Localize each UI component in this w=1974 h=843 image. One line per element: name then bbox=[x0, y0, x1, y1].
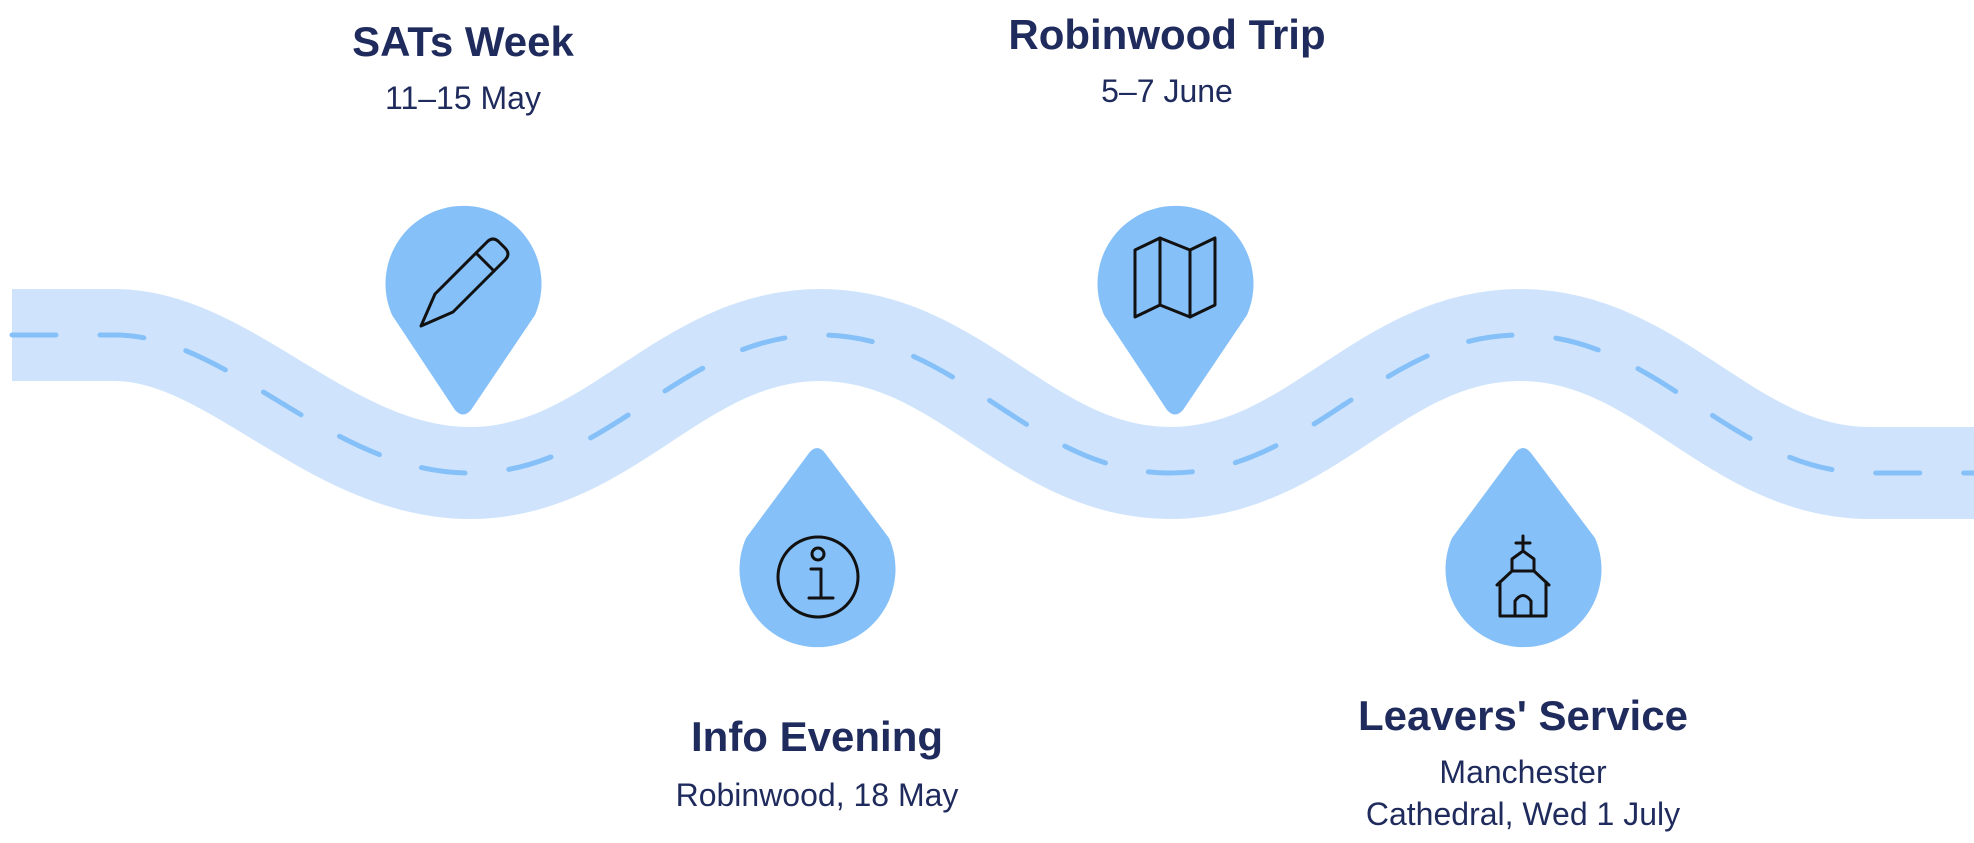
map-pin-leavers-service bbox=[1445, 448, 1602, 648]
milestone-title: SATs Week bbox=[352, 18, 574, 65]
church-icon bbox=[1495, 534, 1551, 618]
map-pin-info-evening bbox=[739, 448, 896, 648]
map-pin-sats-week bbox=[385, 205, 542, 415]
milestone-date: 11–15 May bbox=[385, 80, 541, 117]
milestone-label-info-evening: Info Evening Robinwood, 18 May bbox=[617, 713, 1017, 817]
road-center-line bbox=[9, 332, 1974, 476]
milestone-label-sats-week: SATs Week 11–15 May bbox=[263, 18, 663, 120]
map-icon bbox=[1133, 236, 1217, 319]
milestone-label-leavers-service: Leavers' Service Manchester Cathedral, W… bbox=[1323, 692, 1723, 835]
milestone-title: Robinwood Trip bbox=[1008, 11, 1326, 58]
map-pin-robinwood-trip bbox=[1097, 205, 1254, 415]
pencil-icon bbox=[419, 237, 510, 328]
milestone-date: 5–7 June bbox=[1101, 73, 1233, 110]
milestone-date: Robinwood, 18 May bbox=[675, 777, 959, 814]
milestone-date: Manchester Cathedral, Wed 1 July bbox=[1365, 754, 1681, 832]
milestone-title: Leavers' Service bbox=[1358, 692, 1688, 739]
milestone-label-robinwood-trip: Robinwood Trip 5–7 June bbox=[967, 11, 1367, 113]
milestone-title: Info Evening bbox=[691, 713, 943, 760]
info-icon bbox=[776, 535, 860, 619]
